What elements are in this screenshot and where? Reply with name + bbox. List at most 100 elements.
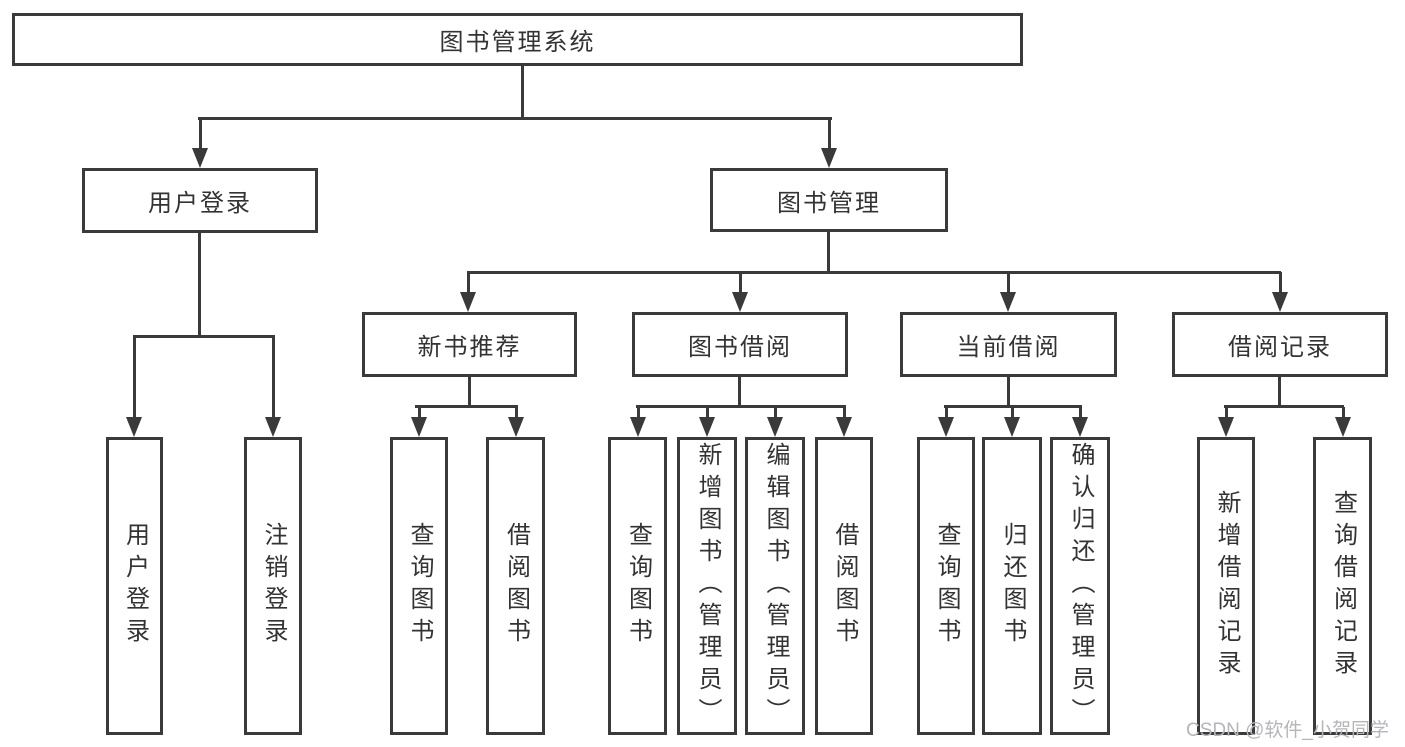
module-box-book-borrow: 图书借阅: [632, 312, 848, 377]
arrow-shaft: [1078, 407, 1082, 425]
leaf-box-borrow-books: 借阅图书: [815, 437, 873, 735]
arrowhead-icon: [265, 417, 281, 437]
arrowhead-icon: [630, 417, 646, 437]
arrow-down-icon: [938, 407, 954, 437]
leaf-box-add-borrow-record: 新增借阅记录: [1197, 437, 1255, 735]
arrowhead-icon: [1072, 417, 1088, 437]
arrow-shaft: [1224, 407, 1228, 425]
arrow-down-icon: [192, 118, 208, 168]
arrowhead-icon: [732, 292, 748, 312]
branch-box-book-management: 图书管理: [710, 168, 948, 232]
module-label: 新书推荐: [417, 334, 522, 361]
arrow-down-icon: [767, 407, 783, 437]
leaf-label: 查询图书: [406, 522, 433, 650]
arrow-down-icon: [821, 118, 837, 168]
leaf-box-edit-books-admin: 编辑图书（管理员）: [745, 437, 805, 735]
leaf-label: 新增借阅记录: [1213, 490, 1240, 682]
leaf-box-recommend-query-books: 查询图书: [390, 437, 448, 735]
root-box-library-system: 图书管理系统: [12, 13, 1023, 66]
arrow-shaft: [738, 272, 742, 300]
leaf-label: 确认归还（管理员）: [1067, 442, 1094, 730]
arrowhead-icon: [460, 292, 476, 312]
borrow-connector-line: [636, 405, 846, 408]
leaf-box-logout: 注销登录: [244, 437, 302, 735]
arrow-shaft: [1278, 272, 1282, 300]
arrowhead-icon: [411, 417, 427, 437]
arrow-shaft: [944, 407, 948, 425]
branch-label: 图书管理: [777, 189, 881, 217]
module-label: 当前借阅: [956, 334, 1061, 361]
arrow-down-icon: [460, 272, 476, 312]
arrow-shaft: [466, 272, 470, 300]
leaf-label: 查询借阅记录: [1329, 490, 1357, 682]
leaf-box-return-books: 归还图书: [982, 437, 1042, 735]
leaf-label: 归还图书: [999, 522, 1026, 650]
arrowhead-icon: [836, 417, 852, 437]
borrow-stub-line: [738, 377, 741, 408]
arrowhead-icon: [1335, 417, 1351, 437]
leaf-box-recommend-borrow-books: 借阅图书: [486, 437, 545, 735]
arrow-shaft: [198, 118, 202, 156]
arrow-shaft: [271, 337, 275, 425]
current-connector-line: [944, 405, 1082, 408]
arrowhead-icon: [1000, 292, 1016, 312]
module-box-current-borrow: 当前借阅: [900, 312, 1117, 377]
arrow-down-icon: [1072, 407, 1088, 437]
leaf-box-confirm-return-admin: 确认归还（管理员）: [1050, 437, 1110, 735]
leaf-box-add-books-admin: 新增图书（管理员）: [677, 437, 737, 735]
leaf-label: 查询图书: [933, 522, 960, 650]
arrow-down-icon: [1004, 407, 1020, 437]
arrow-down-icon: [699, 407, 715, 437]
recommend-stub-line: [468, 377, 471, 408]
current-stub-line: [1007, 377, 1010, 408]
arrow-down-icon: [836, 407, 852, 437]
user-login-connector-line: [133, 335, 275, 338]
arrow-down-icon: [411, 407, 427, 437]
arrowhead-icon: [938, 417, 954, 437]
root-label: 图书管理系统: [439, 29, 596, 56]
leaf-box-query-borrow-record: 查询借阅记录: [1313, 437, 1372, 735]
leaf-label: 借阅图书: [502, 522, 530, 650]
arrowhead-icon: [767, 417, 783, 437]
recommend-connector-line: [415, 405, 518, 408]
record-connector-line: [1224, 405, 1344, 408]
arrow-down-icon: [1000, 272, 1016, 312]
leaf-box-user-login: 用户登录: [106, 437, 163, 735]
leaf-label: 新增图书（管理员）: [694, 442, 721, 730]
arrow-shaft: [827, 118, 831, 156]
arrow-shaft: [1006, 272, 1010, 300]
level2-connector-line: [198, 117, 832, 120]
branch-box-user-login: 用户登录: [82, 168, 318, 233]
arrowhead-icon: [1004, 417, 1020, 437]
arrow-down-icon: [265, 337, 281, 437]
arrow-down-icon: [1335, 407, 1351, 437]
arrow-shaft: [842, 407, 846, 425]
leaf-box-current-query-books: 查询图书: [917, 437, 975, 735]
leaf-label: 注销登录: [260, 522, 287, 650]
arrow-shaft: [132, 337, 136, 425]
leaf-label: 借阅图书: [831, 522, 858, 650]
arrow-down-icon: [1272, 272, 1288, 312]
leaf-label: 用户登录: [121, 522, 149, 650]
arrow-down-icon: [508, 407, 524, 437]
arrow-shaft: [1341, 407, 1345, 425]
module-label: 图书借阅: [688, 334, 792, 361]
leaf-label: 查询图书: [624, 522, 652, 650]
arrowhead-icon: [126, 417, 142, 437]
arrowhead-icon: [699, 417, 715, 437]
module-box-new-book-recommend: 新书推荐: [362, 312, 577, 377]
arrow-shaft: [1010, 407, 1014, 425]
arrow-down-icon: [1218, 407, 1234, 437]
root-stub-line: [521, 65, 524, 118]
arrow-down-icon: [630, 407, 646, 437]
arrow-down-icon: [126, 337, 142, 437]
arrowhead-icon: [508, 417, 524, 437]
leaf-label: 编辑图书（管理员）: [762, 442, 789, 730]
module-box-borrow-record: 借阅记录: [1172, 312, 1388, 377]
csdn-watermark: CSDN @软件_小贺同学: [1186, 720, 1389, 741]
arrow-shaft: [705, 407, 709, 425]
arrowhead-icon: [1272, 292, 1288, 312]
arrow-shaft: [514, 407, 518, 425]
branch-label: 用户登录: [148, 190, 252, 217]
